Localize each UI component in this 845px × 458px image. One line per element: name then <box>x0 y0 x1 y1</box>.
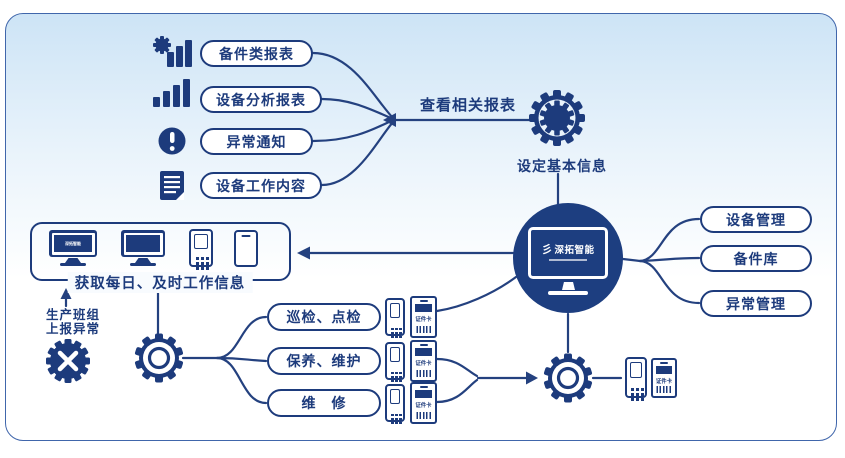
logo-subtext-bar <box>549 259 587 261</box>
label-set-basic-info: 设定基本信息 <box>517 159 607 175</box>
arrow-left-to-reports <box>383 113 396 127</box>
pill-abnormal-management: 异常管理 <box>700 290 812 317</box>
handheld-pda-icon <box>385 298 405 336</box>
platform-monitor-icon: 彡 深拓智能 <box>528 227 608 279</box>
abnormal-gear-x-icon <box>46 339 90 383</box>
monitor-screen <box>126 235 160 252</box>
pill-maintenance: 保养、维护 <box>267 347 381 375</box>
pill-equipment-analysis-report: 设备分析报表 <box>200 86 322 113</box>
card-photo-band <box>415 348 432 356</box>
pda-screen <box>630 362 642 379</box>
arrow-left-to-infobox <box>297 246 310 260</box>
note-line2: 上报异常 <box>46 321 101 336</box>
pill-equipment-work-content: 设备工作内容 <box>200 172 322 199</box>
monitor-stand <box>135 258 151 263</box>
handheld-pda-icon <box>385 342 405 380</box>
phone-speaker <box>241 235 251 237</box>
handheld-pda-icon <box>385 384 405 422</box>
pill-repair: 维 修 <box>267 389 381 417</box>
pill-abnormal-notice: 异常通知 <box>200 128 313 155</box>
logo-text: 深拓智能 <box>554 245 595 256</box>
pda-screen <box>194 234 208 249</box>
handheld-pda-icon <box>189 229 213 267</box>
pda-keypad <box>391 327 394 330</box>
bar-chart-icon <box>153 79 190 107</box>
card-slot <box>660 362 668 364</box>
pda-keypad <box>391 371 394 374</box>
card-barcode <box>416 412 431 419</box>
card-slot <box>419 344 428 346</box>
alert-icon <box>158 127 186 155</box>
logo-mark-icon: 彡 <box>541 243 553 256</box>
pill-equipment-management: 设备管理 <box>700 206 812 233</box>
id-card-icon: 证件卡 <box>410 340 437 382</box>
desktop-monitor-logo-icon: 深拓智能 <box>49 230 97 257</box>
document-icon <box>160 171 184 200</box>
monitor-base <box>548 291 588 295</box>
mini-logo-text: 深拓智能 <box>65 240 81 246</box>
card-barcode <box>656 386 672 393</box>
monitor-base <box>130 263 156 266</box>
monitor-stand <box>562 282 575 290</box>
id-card-icon: 证件卡 <box>410 296 437 338</box>
pda-keypad <box>631 388 634 391</box>
arrow-up-to-infobox <box>60 288 72 299</box>
card-slot <box>419 300 428 302</box>
pda-screen <box>390 303 400 318</box>
pill-spare-parts-report: 备件类报表 <box>200 40 313 67</box>
flow-connectors <box>64 51 701 405</box>
card-photo-band <box>415 304 432 312</box>
pda-keypad <box>391 413 394 416</box>
pill-spare-parts-library: 备件库 <box>700 245 812 272</box>
tasks-gear-icon <box>134 333 184 383</box>
id-card-icon: 证件卡 <box>651 358 677 398</box>
monitor-stand <box>65 258 81 263</box>
handheld-pda-icon <box>625 357 647 398</box>
process-gear-icon <box>543 353 593 403</box>
note-line1: 生产班组 <box>46 307 101 322</box>
production-team-note: 生产班组 上报异常 <box>46 308 100 336</box>
card-photo-band <box>656 366 672 374</box>
pda-screen <box>390 347 400 362</box>
bar-chart-gear-icon <box>153 36 192 67</box>
pill-inspection-check: 巡检、点检 <box>267 303 381 331</box>
desktop-monitor-icon <box>121 230 165 257</box>
arrow-right-to-gear <box>526 371 538 385</box>
monitor-base <box>60 263 86 266</box>
pda-screen <box>390 389 400 404</box>
arrowheads <box>60 113 538 385</box>
card-label: 证件卡 <box>655 378 673 385</box>
card-photo-band <box>415 390 432 398</box>
setup-gear-icon <box>529 90 585 146</box>
platform-logo: 彡 深拓智能 <box>531 241 605 257</box>
monitor-screen: 深拓智能 <box>54 235 92 252</box>
card-barcode <box>416 326 431 333</box>
id-card-icon: 证件卡 <box>410 382 437 424</box>
pda-keypad <box>196 257 199 260</box>
label-view-related-reports: 查看相关报表 <box>420 96 517 114</box>
card-label: 证件卡 <box>415 402 432 409</box>
platform-circle: 彡 深拓智能 <box>513 203 623 313</box>
info-box-caption: 获取每日、及时工作信息 <box>67 272 253 293</box>
smartphone-icon <box>234 230 258 267</box>
card-label: 证件卡 <box>415 360 432 367</box>
card-label: 证件卡 <box>415 316 432 323</box>
card-slot <box>419 386 428 388</box>
card-barcode <box>416 370 431 377</box>
